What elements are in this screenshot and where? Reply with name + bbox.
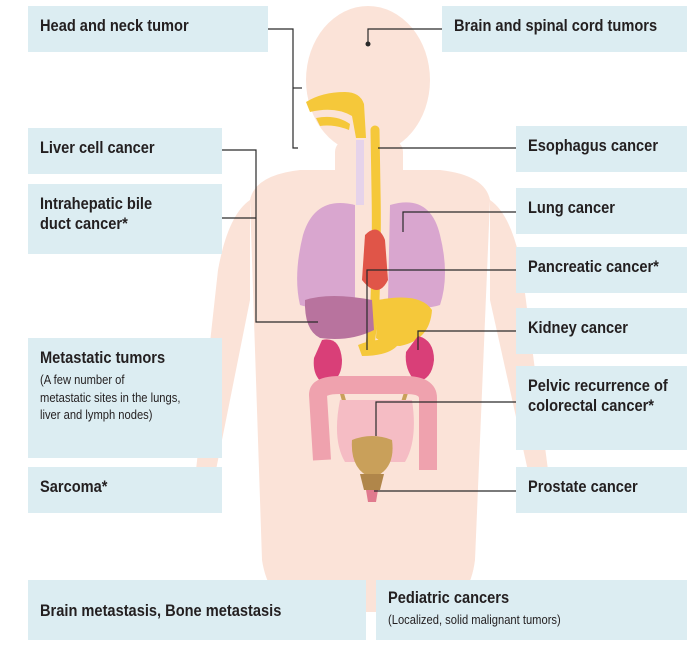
pediatric-note: (Localized, solid malignant tumors)	[388, 611, 635, 629]
intrahepatic-text: Intrahepatic bile duct cancer*	[40, 194, 186, 235]
liver	[305, 296, 374, 339]
label-pancreatic-cancer: Pancreatic cancer*	[516, 247, 687, 293]
prostate-text: Prostate cancer	[528, 477, 654, 497]
label-sarcoma: Sarcoma*	[28, 467, 222, 513]
kidney-text: Kidney cancer	[528, 318, 654, 338]
sarcoma-text: Sarcoma*	[40, 477, 186, 497]
label-pediatric-cancers: Pediatric cancers (Localized, solid mali…	[376, 580, 687, 640]
liver-cell-text: Liver cell cancer	[40, 138, 186, 158]
lung-text: Lung cancer	[528, 198, 654, 218]
urethra	[366, 490, 378, 502]
heart	[362, 230, 388, 290]
metastatic-note: (A few number of metastatic sites in the…	[40, 371, 186, 424]
pelvic-text: Pelvic recurrence of colorectal cancer*	[528, 376, 681, 417]
brain-bone-text: Brain metastasis, Bone metastasis	[40, 601, 310, 621]
label-intrahepatic-bile-duct: Intrahepatic bile duct cancer*	[28, 184, 222, 254]
head-neck-text: Head and neck tumor	[40, 16, 226, 36]
label-kidney-cancer: Kidney cancer	[516, 308, 687, 354]
label-esophagus-cancer: Esophagus cancer	[516, 126, 687, 172]
label-liver-cell-cancer: Liver cell cancer	[28, 128, 222, 174]
label-pelvic-recurrence: Pelvic recurrence of colorectal cancer*	[516, 366, 687, 450]
label-brain-bone-metastasis: Brain metastasis, Bone metastasis	[28, 580, 366, 640]
pediatric-title: Pediatric cancers	[388, 588, 635, 608]
label-prostate-cancer: Prostate cancer	[516, 467, 687, 513]
label-brain-spinal-tumors: Brain and spinal cord tumors	[442, 6, 687, 52]
pancreatic-text: Pancreatic cancer*	[528, 257, 654, 277]
esophagus-text: Esophagus cancer	[528, 136, 654, 156]
label-head-neck-tumor: Head and neck tumor	[28, 6, 268, 52]
brain-spinal-text: Brain and spinal cord tumors	[454, 16, 644, 36]
label-lung-cancer: Lung cancer	[516, 188, 687, 234]
metastatic-title: Metastatic tumors	[40, 348, 186, 368]
label-metastatic-tumors: Metastatic tumors (A few number of metas…	[28, 338, 222, 458]
prostate	[360, 474, 384, 490]
